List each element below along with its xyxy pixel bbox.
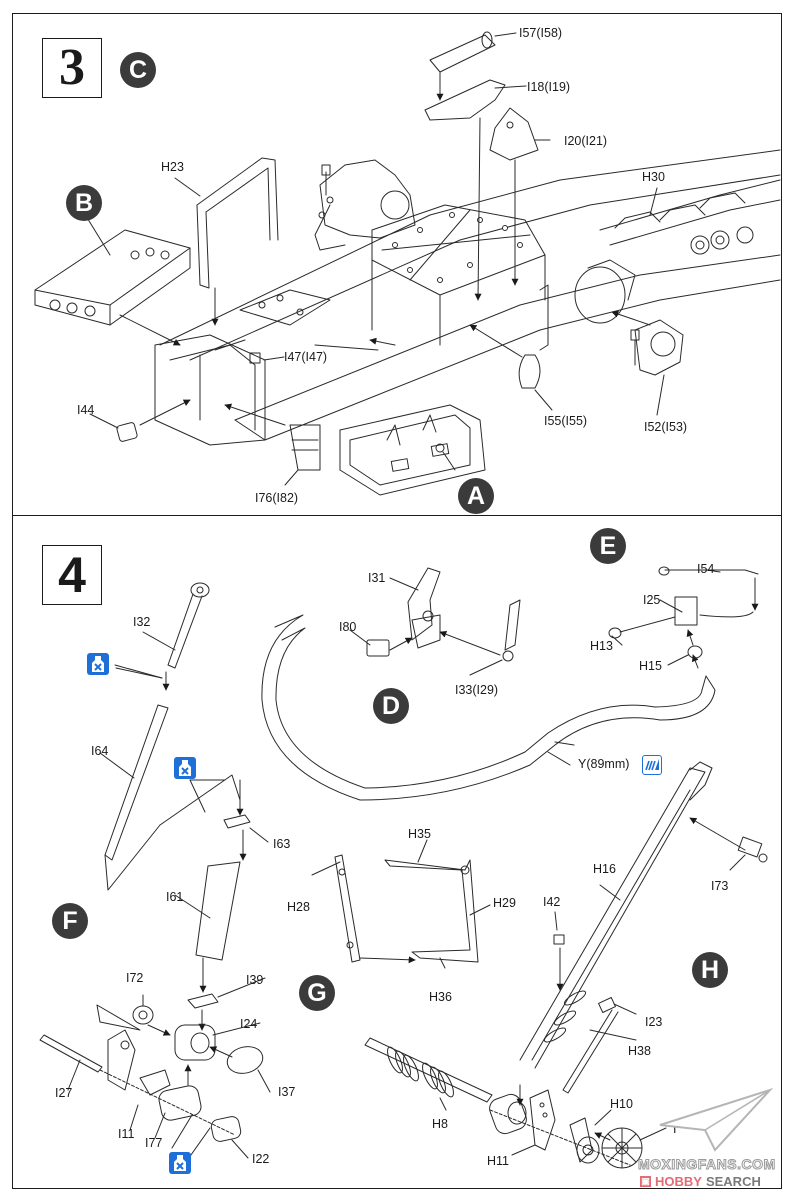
subassembly-badge-f: F (52, 903, 88, 939)
part-label-i42: I42 (543, 895, 561, 909)
subassembly-badge-g: G (299, 975, 335, 1011)
part-label-i77: I77 (145, 1136, 163, 1150)
watermark-hobby-search: ▣ HOBBY SEARCH (640, 1174, 761, 1189)
part-label-i39: I39 (246, 973, 264, 987)
part-label-h28: H28 (287, 900, 310, 914)
part-label-h29: H29 (493, 896, 516, 910)
part-label-i11: I11 (118, 1127, 135, 1141)
part-e-assembly (609, 567, 759, 658)
part-label-h15: H15 (639, 659, 662, 673)
subassembly-badge-e: E (590, 528, 626, 564)
part-label-h11: H11 (487, 1154, 510, 1168)
chassis-frame-drawing (155, 150, 780, 445)
subassembly-badge-a: A (458, 478, 494, 514)
hobby-search-logo-icon: ▣ (640, 1176, 651, 1187)
glue-bottle-icon (169, 1152, 191, 1174)
part-label-h16: H16 (593, 862, 616, 876)
part-label-i80: I80 (339, 620, 357, 634)
watermark-search: SEARCH (705, 1174, 761, 1189)
upper-parts (425, 32, 538, 301)
paper-plane-watermark-icon (659, 1087, 774, 1152)
step-number-3: 3 (42, 38, 102, 98)
subassembly-badge-d: D (373, 688, 409, 724)
watermark-moxingfans: MOXINGFANS.COM (638, 1156, 776, 1173)
part-i32-i64 (105, 583, 209, 890)
watermark-hobby: HOBBY (655, 1174, 702, 1189)
part-label-i31: I31 (368, 571, 386, 585)
part-label-i64: I64 (91, 744, 109, 758)
glue-bottle-icon (87, 653, 109, 675)
part-label-i61: I61 (166, 890, 184, 904)
part-b-crate (35, 230, 190, 345)
part-label-h10: H10 (610, 1097, 633, 1111)
part-label-h38: H38 (628, 1044, 651, 1058)
part-label-h8: H8 (432, 1117, 448, 1131)
part-label-i73: I73 (711, 879, 729, 893)
part-d-assembly (367, 568, 520, 661)
part-label-hidden-i: I (673, 1122, 677, 1136)
part-label-i63: I63 (273, 837, 291, 851)
part-label-i57: I57(I58) (519, 26, 563, 40)
step-4-panel (12, 515, 782, 1189)
part-label-i24: I24 (240, 1017, 258, 1031)
part-h23 (197, 158, 278, 326)
part-label-i54: I54 (697, 562, 715, 576)
part-label-h23: H23 (161, 160, 184, 174)
part-y-pipe (262, 615, 715, 800)
part-label-i23: I23 (645, 1015, 663, 1029)
part-label-h13: H13 (590, 639, 613, 653)
part-label-i72: I72 (126, 971, 144, 985)
subassembly-badge-b: B (66, 185, 102, 221)
part-label-i44: I44 (77, 403, 95, 417)
cut-part-icon (642, 755, 662, 775)
part-label-h30: H30 (642, 170, 665, 184)
part-label-i37: I37 (278, 1085, 296, 1099)
part-h8-hub (365, 1038, 642, 1168)
part-label-i18: I18(I19) (527, 80, 571, 94)
part-f-stack (40, 775, 266, 1143)
step-3-panel (12, 13, 782, 515)
step3-leader-lines (86, 33, 664, 485)
part-label-i33: I33(I29) (455, 683, 499, 697)
subassembly-badge-h: H (692, 952, 728, 988)
step4-leader-lines (68, 570, 745, 1162)
part-label-i47: I47(I47) (284, 350, 328, 364)
part-label-h35: H35 (408, 827, 431, 841)
part-label-i55: I55(I55) (544, 414, 588, 428)
part-label-h36: H36 (429, 990, 452, 1004)
part-label-i25: I25 (643, 593, 661, 607)
part-label-i76: I76(I82) (255, 491, 299, 505)
step-number-4: 4 (42, 545, 102, 605)
part-label-i20: I20(I21) (564, 134, 608, 148)
subassembly-badge-c: C (120, 52, 156, 88)
part-g-frame (335, 855, 478, 964)
part-label-i27: I27 (55, 1086, 73, 1100)
step3-small-parts (116, 310, 683, 495)
part-label-i32: I32 (133, 615, 151, 629)
part-h16-arm (520, 762, 767, 1093)
glue-bottle-icon (174, 757, 196, 779)
part-label-y-pipe: Y(89mm) (578, 757, 630, 771)
part-label-i22: I22 (252, 1152, 270, 1166)
part-label-i52: I52(I53) (644, 420, 688, 434)
